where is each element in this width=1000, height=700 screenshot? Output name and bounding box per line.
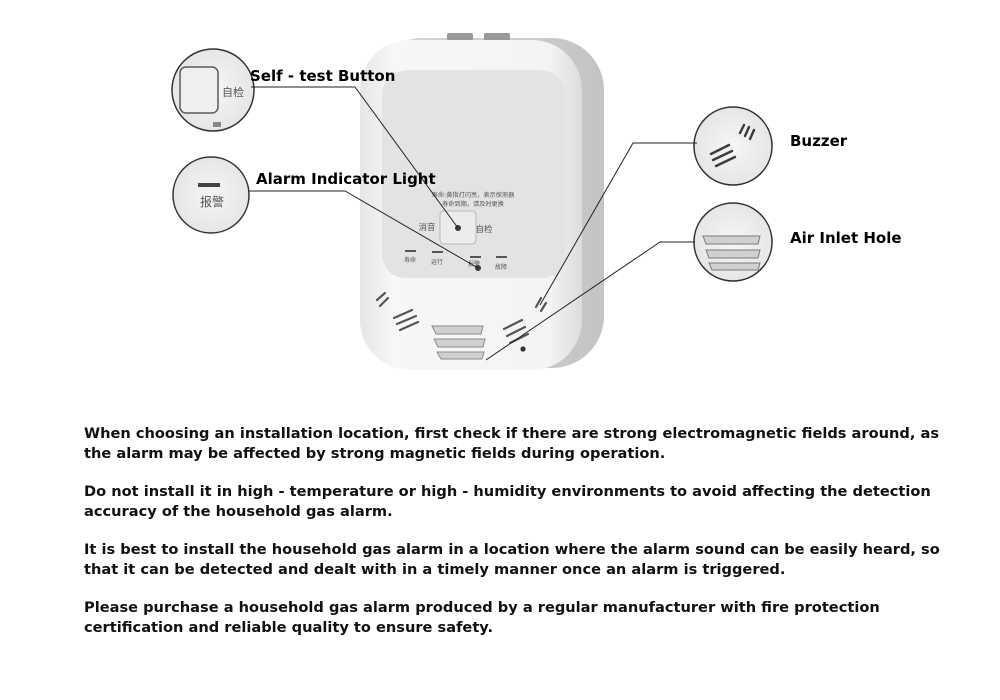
device-self-test-label: 自检 [475, 224, 493, 235]
callout-buzzer: Buzzer [790, 132, 848, 150]
note-electromagnetic-fields: When choosing an installation location, … [84, 425, 940, 462]
leader-buzzer [539, 142, 697, 306]
installation-notes: When choosing an installation location, … [84, 424, 944, 656]
zoom-alarm-indicator: 报警 [172, 156, 250, 234]
device-silence-label: 消音 [418, 222, 436, 233]
note-certified-manufacturer: Please purchase a household gas alarm pr… [84, 599, 880, 636]
gas-alarm-device: 寿命:黄指灯闪亮，表示探测器 寿命到期，请及时更换 消音 自检 寿命 运行 报警… [360, 33, 604, 370]
note-temperature-humidity: Do not install it in high - temperature … [84, 483, 931, 520]
device-fault-label: 故障 [495, 263, 507, 271]
zoom-self-test-label: 自检 [222, 85, 244, 99]
leader-self-test [251, 86, 459, 229]
indicator-fault [496, 256, 507, 258]
device-sensor-dot [520, 346, 526, 352]
air-inlet-slots [431, 325, 486, 360]
note-alarm-audibility: It is best to install the household gas … [84, 541, 940, 578]
callout-air-inlet-hole: Air Inlet Hole [790, 229, 902, 247]
device-life-label: 寿命 [404, 256, 416, 264]
buzzer-grille-left [375, 291, 420, 332]
device-running-label: 运行 [431, 258, 443, 266]
callout-self-test-button: Self - test Button [250, 67, 396, 85]
leader-air-inlet [485, 241, 695, 361]
indicator-running [432, 251, 443, 253]
device-alarm-label: 报警 [468, 260, 480, 268]
zoom-self-test-button: 自检 [171, 48, 255, 132]
product-figure: 寿命:黄指灯闪亮，表示探测器 寿命到期，请及时更换 消音 自检 寿命 运行 报警… [171, 33, 902, 370]
zoom-alarm-label: 报警 [200, 194, 224, 209]
zoom-air-inlet [693, 202, 773, 282]
callout-alarm-indicator-light: Alarm Indicator Light [256, 170, 436, 188]
device-front-panel [382, 70, 565, 278]
indicator-life [405, 250, 416, 252]
zoom-buzzer [693, 106, 773, 186]
plug-prong-left [447, 33, 473, 41]
leader-alarm-indicator [249, 190, 479, 269]
indicator-alarm [470, 256, 481, 258]
device-instruction-line2: 寿命到期，请及时更换 [442, 200, 504, 208]
device-instruction-line1: 寿命:黄指灯闪亮，表示探测器 [432, 191, 515, 199]
plug-prong-right [484, 33, 510, 41]
leader-lines [249, 86, 697, 361]
